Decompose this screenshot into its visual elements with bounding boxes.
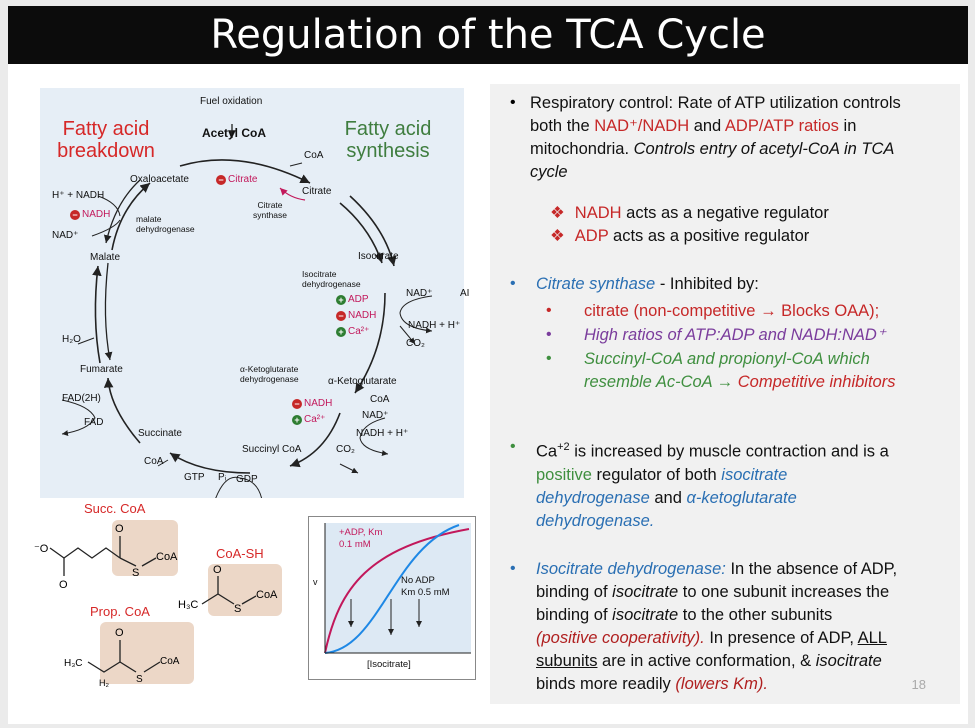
malate-label: Malate [90, 252, 121, 263]
svg-text:O: O [213, 564, 222, 576]
fuel-oxidation-label: Fuel oxidation [200, 96, 263, 107]
para-calcium: Ca+2 is increased by muscle contraction … [536, 441, 889, 530]
citrate-inhibitor-2: High ratios of ATP:ADP and NADH:NAD⁺ [584, 326, 886, 344]
fumarate-label: Fumarate [80, 364, 123, 375]
minus-icon: − [216, 175, 226, 185]
succ-coa-title: Succ. CoA [84, 501, 146, 516]
para-respiratory-control: Respiratory control: Rate of ATP utiliza… [530, 94, 901, 181]
acetyl-coa-label: Acetyl CoA [202, 126, 267, 140]
svg-text:O: O [115, 627, 124, 639]
co2-right-label: CO₂ [406, 338, 425, 349]
para-isocitrate-dehydrogenase: Isocitrate dehydrogenase: In the absence… [536, 560, 898, 693]
fad-label: FAD [84, 417, 104, 428]
svg-text:S: S [136, 674, 143, 685]
slide-body: Fuel oxidation Acetyl CoA CoA Fatty acid… [8, 64, 968, 724]
slide-title: Regulation of the TCA Cycle [8, 6, 968, 64]
coa-bottom-label: CoA [144, 456, 164, 467]
svg-text:O: O [115, 523, 124, 535]
nadh-h-akg-label: NADH + H⁺ [356, 428, 409, 439]
x-axis-label: [Isocitrate] [367, 659, 411, 670]
nad-left-label: NAD⁺ [52, 230, 79, 241]
gtp-label: GTP [184, 472, 205, 483]
plus-icon: + [336, 327, 346, 337]
svg-text:⁻O: ⁻O [34, 543, 49, 555]
isocitrate-kinetics-graph: +ADP, Km 0.1 mM No ADP Km 0.5 mM v [Isoc… [308, 516, 476, 680]
pi-label: Pᵢ [218, 472, 227, 483]
isocitrate-label: Isocitrate [358, 251, 399, 262]
ad-cut-label: AI [460, 288, 470, 299]
nadh-regulator: −NADH [336, 310, 376, 321]
y-axis-label: v [313, 577, 318, 587]
coa-sh-title: CoA-SH [216, 546, 264, 561]
svg-text:S: S [234, 603, 241, 615]
succinate-label: Succinate [138, 428, 182, 439]
svg-text:H₃C: H₃C [178, 599, 198, 611]
svg-text:CoA: CoA [160, 656, 180, 667]
citrate-label: Citrate [302, 186, 332, 197]
svg-text:H₃C: H₃C [64, 658, 83, 669]
succ-coa-structure: ⁻O O O S CoA [34, 523, 178, 591]
malate-dehydrogenase-label: malate dehydrogenase [136, 214, 195, 234]
ca-akg-regulator: +Ca²⁺ [292, 414, 325, 425]
h-nadh-left-label: H⁺ + NADH [52, 190, 105, 201]
minus-icon: − [70, 210, 80, 220]
prop-coa-highlight [100, 622, 194, 684]
svg-text:CoA: CoA [156, 551, 178, 563]
nadh-left-regulator: −NADH [70, 209, 110, 220]
text-panel: • Respiratory control: Rate of ATP utili… [490, 84, 960, 704]
coa-sh-structure: H₃C O S CoA [178, 564, 278, 615]
diamond-icon: ❖ [550, 204, 565, 222]
succ-coa-highlight [112, 520, 178, 576]
adp-curve-label: +ADP, Km [339, 527, 383, 538]
prop-coa-structure: H₃C H₂ O S CoA [64, 627, 180, 688]
citrate-inhibitor-1: citrate (non-competitive → Blocks OAA); [584, 302, 880, 320]
citrate-synthase-label: Citrate synthase [252, 200, 288, 220]
fad2h-label: FAD(2H) [62, 393, 101, 404]
svg-text:S: S [132, 567, 139, 579]
coa-akg-label: CoA [370, 394, 390, 405]
svg-text:O: O [59, 579, 68, 591]
kinetics-curves [324, 523, 471, 654]
svg-text:H₂: H₂ [99, 678, 109, 688]
oxaloacetate-label: Oxaloacetate [130, 174, 189, 185]
coa-sh-highlight [208, 564, 282, 616]
adp-regulator: +ADP [336, 294, 369, 305]
para-citrate-synthase: Citrate synthase - Inhibited by: [536, 275, 759, 293]
minus-icon: − [336, 311, 346, 321]
prop-coa-title: Prop. CoA [90, 604, 150, 619]
gdp-label: GDP [236, 474, 258, 485]
nadh-akg-regulator: −NADH [292, 398, 332, 409]
coa-top-label: CoA [304, 150, 324, 161]
isocitrate-dehydrogenase-label: Isocitrate dehydrogenase [302, 269, 361, 289]
page-number: 18 [911, 677, 926, 692]
nad-right-label: NAD⁺ [406, 288, 433, 299]
akg-dehydrogenase-label: α-Ketoglutarate dehydrogenase [240, 364, 299, 384]
plus-icon: + [336, 295, 346, 305]
tca-cycle-diagram: Fuel oxidation Acetyl CoA CoA Fatty acid… [40, 88, 469, 498]
akg-label: α-Ketoglutarate [328, 376, 397, 387]
citrate-regulator: −Citrate [216, 174, 257, 185]
co2-bottom-label: CO₂ [336, 444, 355, 455]
succinyl-coa-label: Succinyl CoA [242, 444, 302, 455]
h2o-label: H₂O [62, 334, 81, 345]
citrate-inhibitor-3: Succinyl-CoA and propionyl-CoA which res… [584, 350, 896, 391]
minus-icon: − [292, 399, 302, 409]
sub-nadh-negative: ❖NADH acts as a negative regulator [550, 204, 829, 222]
svg-text:CoA: CoA [256, 589, 278, 601]
adp-curve-value: 0.1 mM [339, 539, 371, 550]
cycle-arrows [61, 124, 433, 498]
ca-regulator: +Ca²⁺ [336, 326, 369, 337]
plus-icon: + [292, 415, 302, 425]
nad-akg-label: NAD⁺ [362, 410, 389, 421]
nadh-h-right-label: NADH + H⁺ [408, 320, 461, 331]
noadp-curve-label: No ADP [401, 575, 435, 586]
noadp-curve-value: Km 0.5 mM [401, 587, 450, 598]
diamond-icon: ❖ [550, 227, 565, 245]
sub-adp-positive: ❖ADP acts as a positive regulator [550, 227, 810, 245]
